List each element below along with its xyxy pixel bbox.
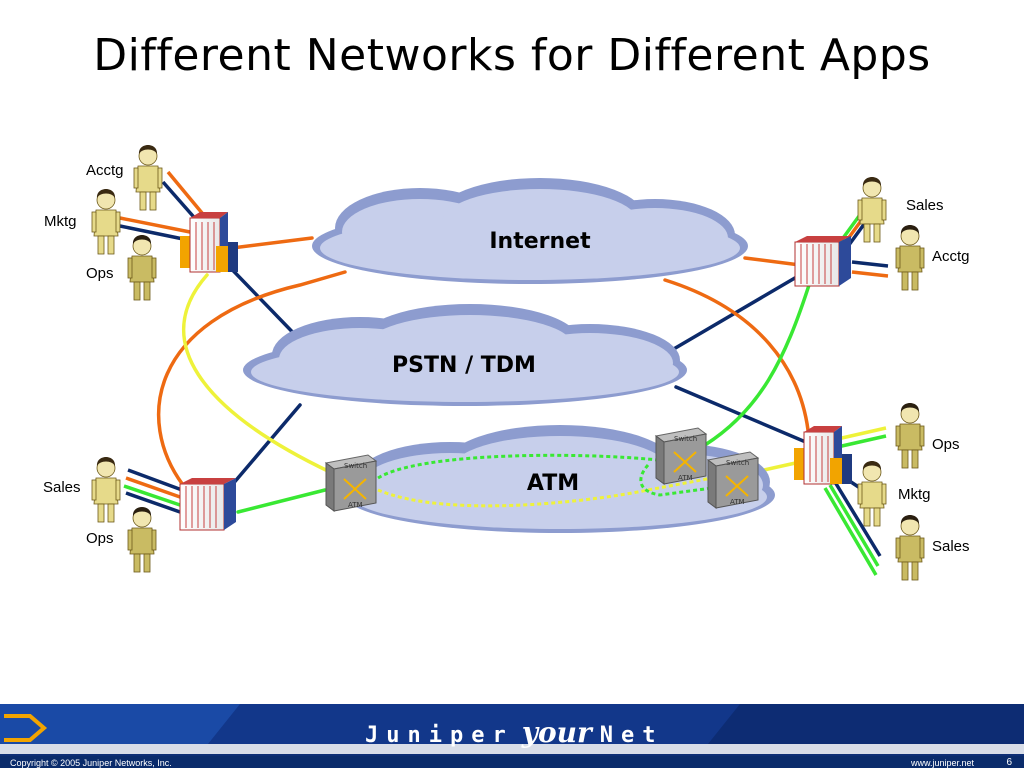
connection-lines bbox=[156, 236, 812, 514]
person-icon bbox=[127, 235, 157, 301]
person-icon bbox=[91, 189, 121, 255]
switch-label: Switch bbox=[674, 435, 697, 443]
line-orange-internet-tr bbox=[743, 256, 802, 267]
label-tr-sales: Sales bbox=[906, 197, 944, 214]
person-icon bbox=[133, 145, 163, 211]
cloud-pstn: PSTN / TDM bbox=[243, 304, 687, 406]
label-br-sales: Sales bbox=[932, 538, 970, 555]
brand-wordmark: Juniper your Net bbox=[365, 716, 664, 752]
label-tr-acctg: Acctg bbox=[932, 248, 970, 265]
footer-url: www.juniper.net bbox=[910, 758, 974, 768]
slide-title: Different Networks for Different Apps bbox=[93, 30, 931, 81]
atm-switch-mid: Switch ATM bbox=[654, 427, 708, 485]
person-icon bbox=[857, 177, 887, 243]
line-navy-bl-pstn bbox=[230, 403, 302, 487]
brand-right: Net bbox=[599, 723, 664, 748]
people bbox=[91, 145, 925, 581]
label-tl-ops: Ops bbox=[86, 265, 114, 282]
cloud-internet-label: Internet bbox=[489, 229, 591, 254]
juniper-arrow-logo bbox=[4, 714, 48, 742]
switch-sub: ATM bbox=[348, 501, 363, 509]
label-bl-ops: Ops bbox=[86, 530, 114, 547]
line-green-bl-atm bbox=[236, 488, 327, 514]
person-icon bbox=[895, 225, 925, 291]
line-orange-internet-br bbox=[663, 278, 810, 432]
building-bottom-left bbox=[179, 478, 236, 531]
label-bl-sales: Sales bbox=[43, 479, 81, 496]
brand-script: your bbox=[521, 716, 592, 749]
switch-label: Switch bbox=[344, 462, 367, 470]
footer-band bbox=[0, 704, 1024, 754]
building-bottom-right bbox=[794, 426, 852, 485]
person-icon bbox=[895, 515, 925, 581]
page-number: 6 bbox=[1006, 757, 1012, 768]
footer: Juniper your Net Copyright © 2005 Juniper … bbox=[0, 704, 1024, 768]
person-labels: Acctg Mktg Ops Sales Ops Sales Acctg Ops… bbox=[43, 162, 970, 555]
label-tl-mktg: Mktg bbox=[44, 213, 77, 230]
person-icon bbox=[127, 507, 157, 573]
line-green-tr-atm bbox=[703, 280, 812, 447]
label-br-mktg: Mktg bbox=[898, 486, 931, 503]
atm-switch-right: Switch ATM bbox=[706, 451, 760, 509]
line-yellow-tl-atm bbox=[181, 273, 332, 474]
switch-sub: ATM bbox=[678, 474, 693, 482]
footer-bottom-bar: Copyright © 2005 Juniper Networks, Inc. … bbox=[0, 756, 1024, 768]
footer-copyright: Copyright © 2005 Juniper Networks, Inc. bbox=[10, 758, 172, 768]
line-orange-bl-internet bbox=[156, 270, 347, 487]
switch-label: Switch bbox=[726, 459, 749, 467]
building-top-left bbox=[180, 212, 238, 273]
person-icon bbox=[895, 403, 925, 469]
building-top-right bbox=[794, 236, 851, 287]
cloud-internet: Internet bbox=[312, 178, 748, 284]
person-icon bbox=[91, 457, 121, 523]
atm-virtual-circuits bbox=[377, 453, 713, 508]
switch-sub: ATM bbox=[730, 498, 745, 506]
label-tl-acctg: Acctg bbox=[86, 162, 124, 179]
cloud-atm-label: ATM bbox=[527, 471, 579, 496]
network-diagram: Internet PSTN / TDM ATM Switch ATM bbox=[43, 145, 970, 581]
person-icon bbox=[857, 461, 887, 527]
line-orange-tl-internet bbox=[230, 236, 314, 250]
atm-switch-left: Switch ATM bbox=[324, 454, 378, 512]
brand-left: Juniper bbox=[365, 723, 514, 748]
label-br-ops: Ops bbox=[932, 436, 960, 453]
cloud-pstn-label: PSTN / TDM bbox=[392, 353, 536, 378]
